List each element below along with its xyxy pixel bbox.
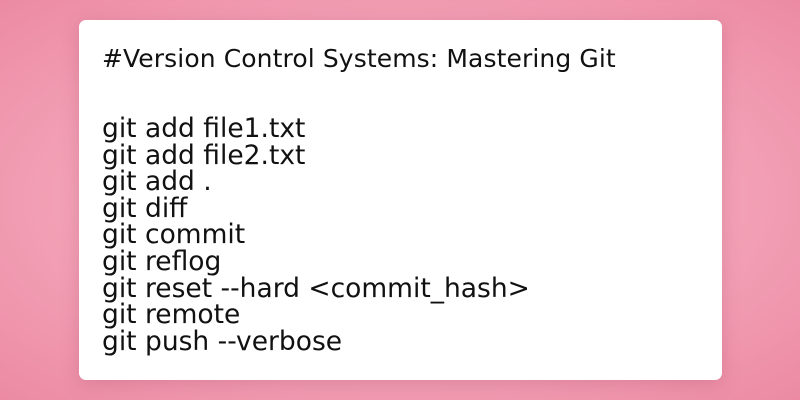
command-line: git commit	[102, 219, 246, 251]
command-list: git add file1.txt git add file2.txt git …	[102, 113, 722, 357]
command-line: git add file2.txt	[102, 139, 306, 171]
command-line: git diff	[102, 192, 188, 224]
command-line: git reset --hard <commit_hash>	[102, 272, 530, 304]
command-line: git reflog	[102, 245, 222, 277]
command-line: git remote	[102, 299, 241, 331]
command-line: git add .	[102, 166, 212, 198]
command-line: git add file1.txt	[102, 113, 306, 144]
command-line: git push --verbose	[102, 325, 343, 357]
content-card: #Version Control Systems: Mastering Git …	[79, 20, 722, 380]
page-title: #Version Control Systems: Mastering Git	[102, 44, 616, 73]
